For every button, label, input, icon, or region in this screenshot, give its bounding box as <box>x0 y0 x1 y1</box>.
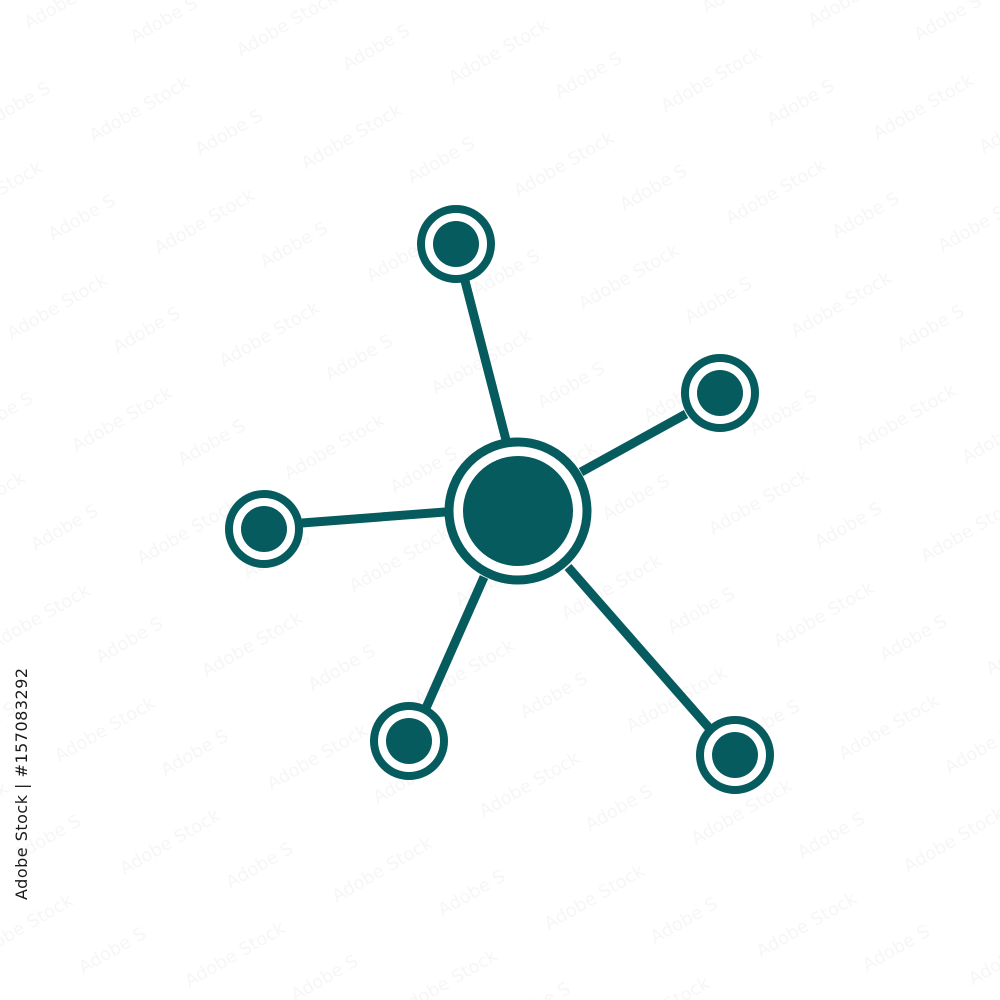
connector-line-top <box>460 279 511 442</box>
node-top <box>417 205 495 283</box>
center-node <box>444 437 592 585</box>
connector-line-right <box>578 410 689 476</box>
connector-line-left <box>301 507 446 528</box>
node-left <box>225 490 303 568</box>
connector-line-bottom-right <box>564 564 714 732</box>
node-bottom-left <box>370 702 448 780</box>
stock-id-label: Adobe Stock | #157083292 <box>12 667 31 900</box>
node-bottom-right <box>696 716 774 794</box>
node-right <box>681 354 759 432</box>
connector-line-bottom-left <box>421 575 489 710</box>
